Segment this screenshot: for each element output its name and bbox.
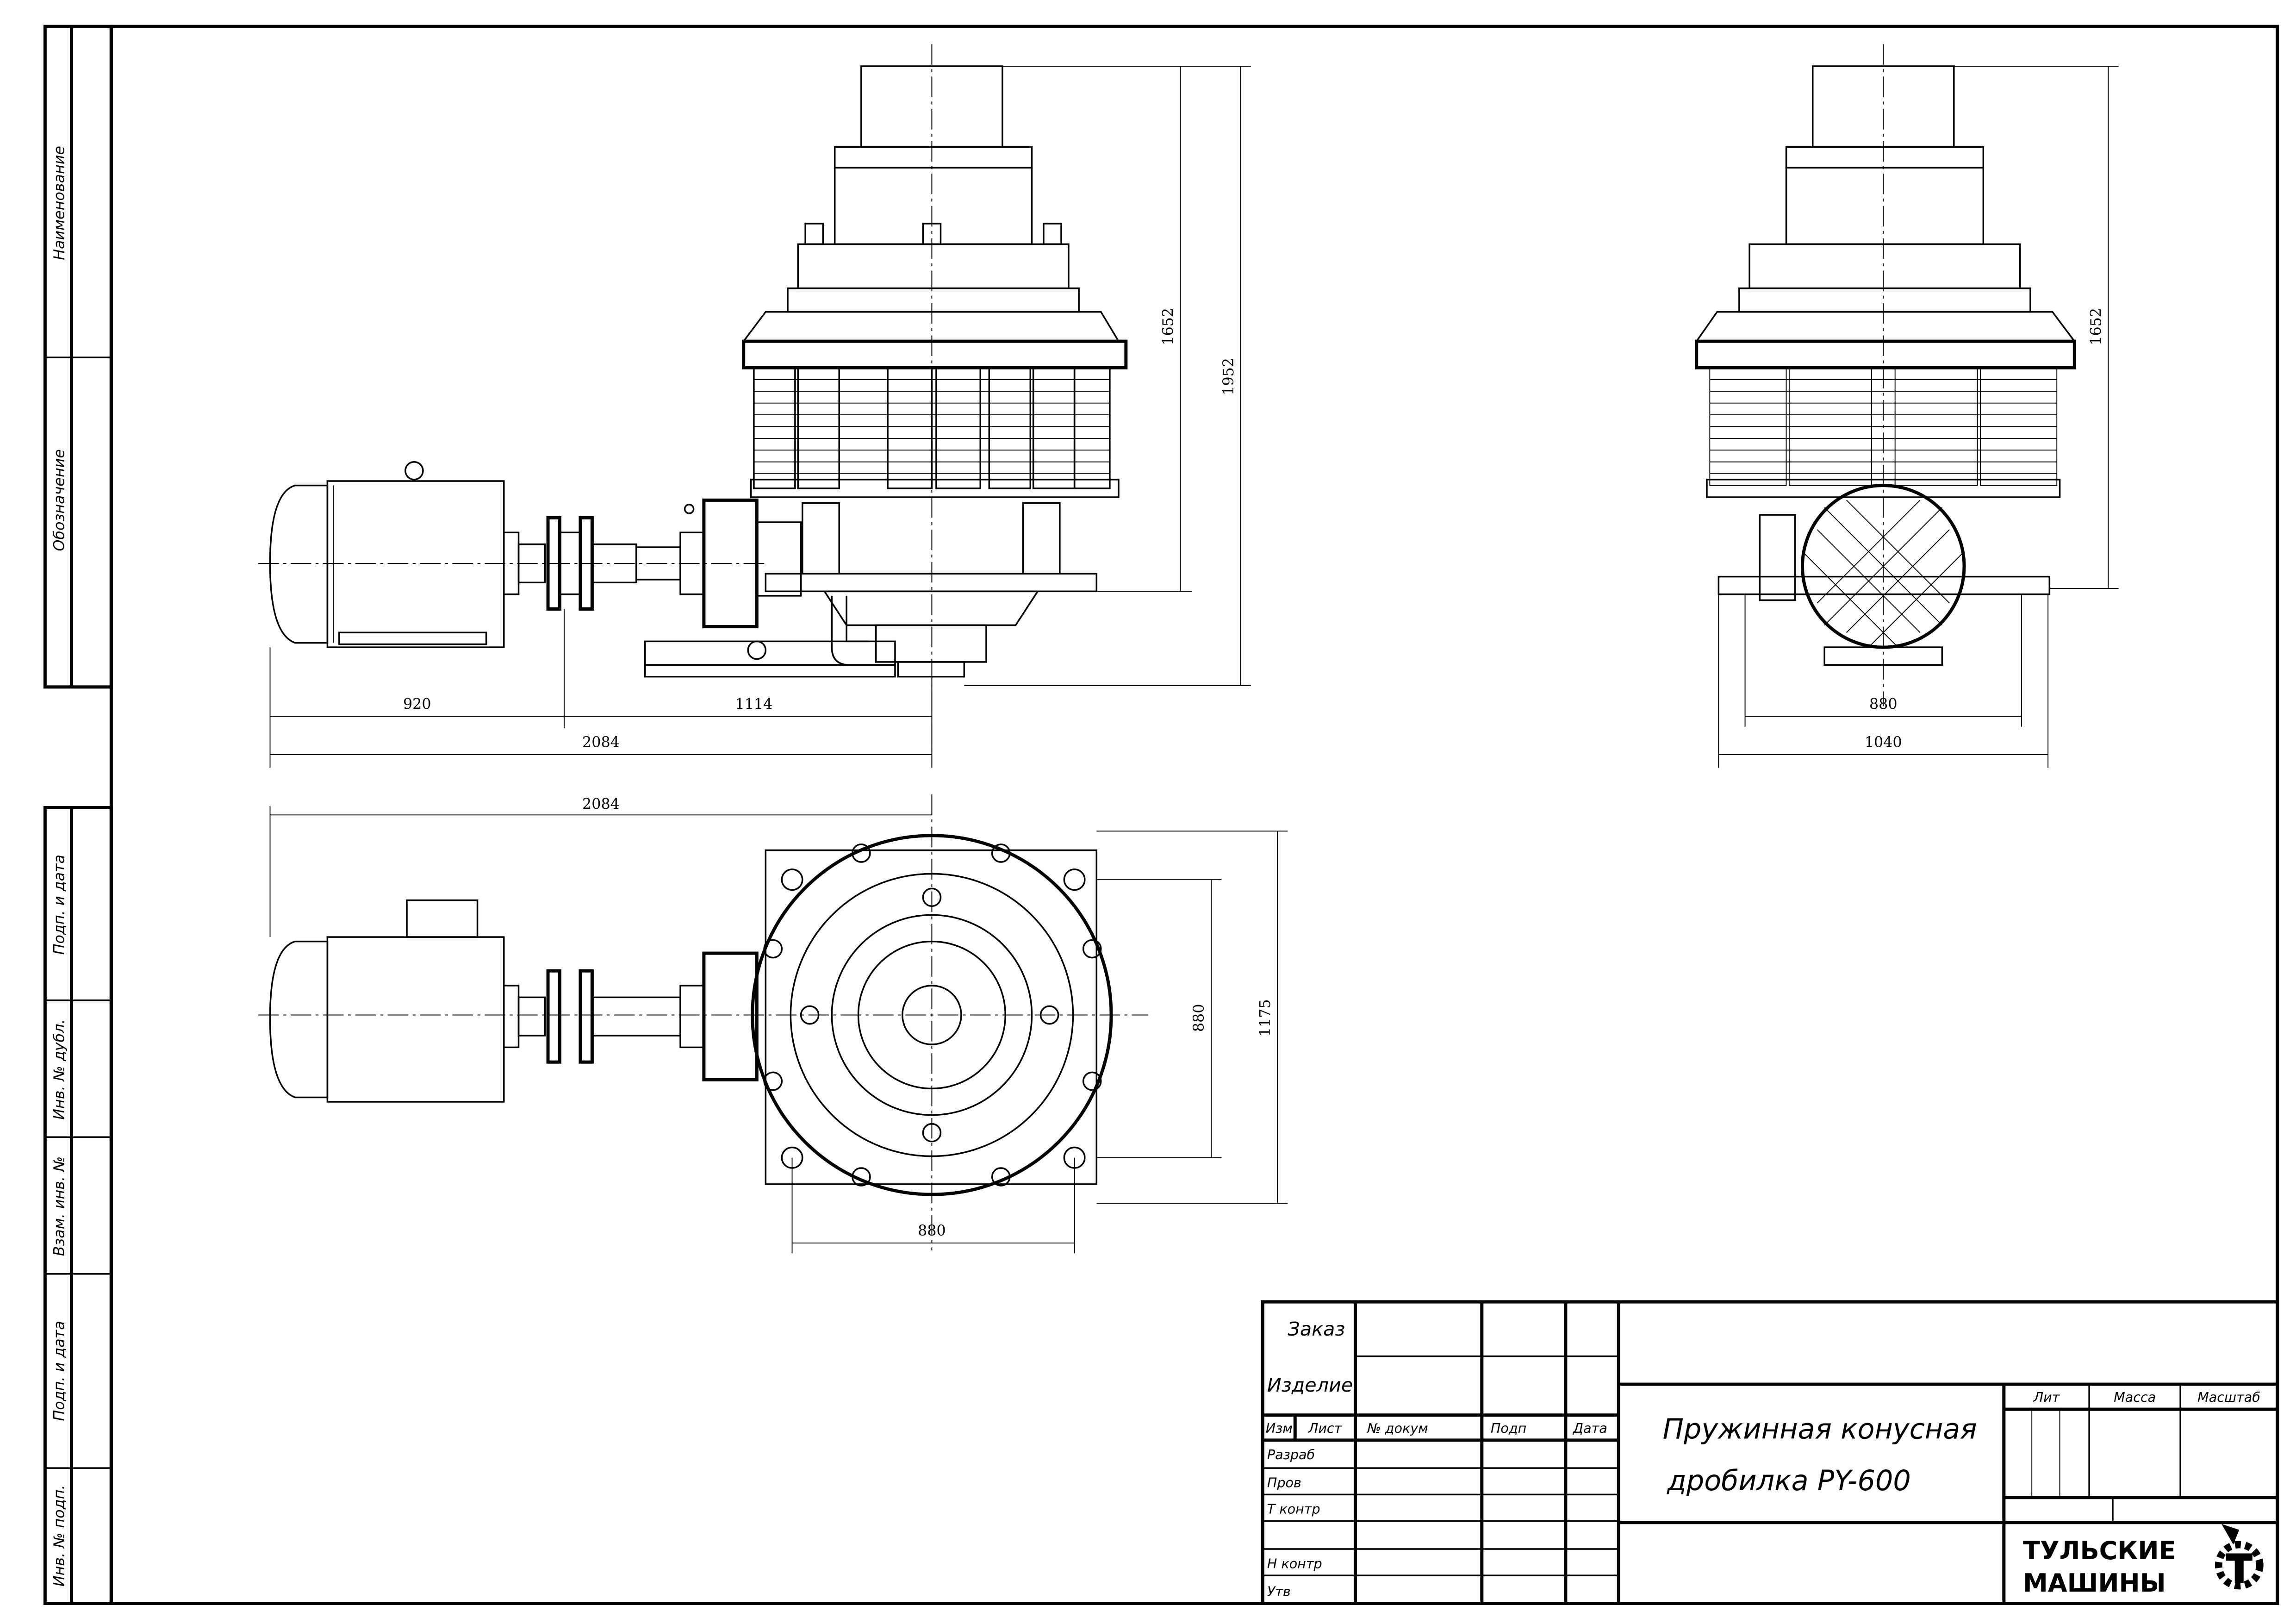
dimension-label: 1040 [1865, 734, 1902, 751]
column-header: Дата [1572, 1420, 1607, 1436]
dimension-label: 1652 [1160, 308, 1177, 345]
drawing-title-line1: Пружинная конусная [1663, 1413, 1977, 1446]
coupling [546, 516, 681, 611]
dimension-label: 1952 [1220, 358, 1237, 395]
dimension-label: 1175 [1257, 999, 1274, 1037]
plan-view: 2084 880 1175 880 [258, 794, 1288, 1254]
stamp-label: Взам. инв. № [51, 1156, 68, 1256]
row-label: Т контр [1267, 1501, 1320, 1517]
column-header: Лист [1308, 1420, 1343, 1436]
dimension-label: 920 [403, 696, 431, 713]
stamp-label: Обозначение [51, 449, 68, 551]
dimension-label: 2084 [582, 796, 620, 813]
lit-label: Лит [2033, 1389, 2060, 1405]
dimension-label: 880 [1191, 1004, 1207, 1032]
company-name-line2: МАШИНЫ [2023, 1568, 2166, 1598]
dimension-label: 2084 [582, 734, 620, 751]
stamp-label: Инв. № дубл. [51, 1019, 68, 1119]
column-header: Подп [1491, 1420, 1526, 1436]
dimension-label: 880 [918, 1223, 946, 1239]
stamp-label: Инв. № подп. [51, 1485, 68, 1587]
electric-motor [269, 461, 546, 648]
product-label: Изделие [1267, 1374, 1353, 1396]
stamp-label: Подп. и дата [51, 1321, 68, 1421]
column-header: № докум [1366, 1420, 1428, 1436]
side-stamp: Наименование Обозначение Подп. и дата Ин… [43, 25, 113, 1605]
company-gear-logo-icon [2215, 1524, 2264, 1590]
crusher-body [742, 65, 1128, 678]
drawing-title-line2: дробилка PY-600 [1667, 1465, 1911, 1497]
side-view: 1652 880 1040 [1695, 44, 2119, 768]
row-label: Н контр [1267, 1555, 1322, 1571]
dimension-label: 1652 [2088, 308, 2105, 345]
stamp-label: Подп. и дата [51, 855, 68, 955]
stamp-label: Наименование [51, 146, 68, 260]
column-header: Изм [1266, 1420, 1293, 1436]
bearing-housing [644, 498, 896, 678]
row-label: Разраб [1267, 1447, 1315, 1462]
front-view: 920 1114 2084 1652 1952 [258, 44, 1251, 768]
scale-label: Масштаб [2197, 1389, 2260, 1405]
dimension-label: 880 [1869, 696, 1898, 713]
front-view-dimensions: 920 1114 2084 1652 1952 [269, 66, 1251, 768]
row-label: Пров [1267, 1474, 1301, 1490]
dimension-label: 1114 [735, 696, 772, 713]
order-label: Заказ [1288, 1318, 1345, 1340]
company-name-line1: ТУЛЬСКИЕ [2023, 1536, 2176, 1565]
row-label: Утв [1267, 1584, 1291, 1599]
mass-label: Масса [2114, 1389, 2156, 1405]
title-block: Заказ Изделие Изм Лист № докум Подп Дата… [1261, 1300, 2279, 1605]
